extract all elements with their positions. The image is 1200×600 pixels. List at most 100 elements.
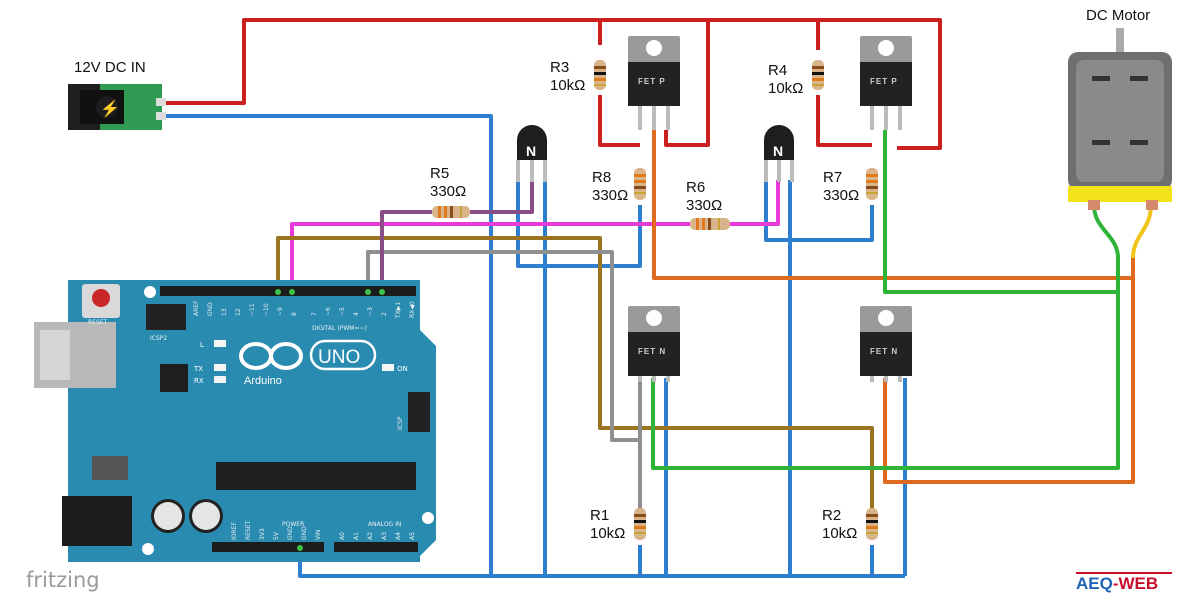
power-jack — [62, 496, 132, 546]
atmega-chip — [216, 462, 416, 490]
pin-label-aref: AREF — [193, 300, 200, 316]
pin-label-12: 12 — [235, 308, 242, 316]
pin-label-4: 4 — [353, 312, 360, 316]
pin-label-2: 2 — [381, 312, 388, 316]
resistor-r1: R1 10kΩ — [590, 507, 646, 542]
pin-label-a2: A2 — [367, 532, 374, 540]
bolt-icon: ⚡ — [100, 99, 120, 118]
pin-label-8: 8 — [291, 312, 298, 316]
logo-web: -WEB — [1112, 574, 1159, 593]
regulator — [92, 456, 128, 480]
header-power — [212, 542, 324, 552]
wire-motor-lead-green — [1092, 204, 1120, 259]
fet-n-2-label: FET N — [870, 347, 898, 356]
r3-value: 10kΩ — [550, 77, 585, 94]
arduino-logo — [239, 342, 303, 370]
r5-label: R5 — [430, 165, 449, 182]
wire-12v — [165, 18, 942, 150]
resistor-r7: R7 330Ω — [823, 168, 878, 204]
wire-motor-orange2 — [883, 255, 1135, 484]
transistor-1-label: N — [526, 143, 536, 159]
transistor-2-label: N — [773, 143, 783, 159]
motor-label: DC Motor — [1086, 7, 1150, 24]
resistor-r4: R4 10kΩ — [768, 60, 824, 97]
r4-label: R4 — [768, 62, 787, 79]
pin-label-vin: VIN — [315, 530, 322, 540]
arduino-uno: RESET ICSP2 AREF GND 13 12 ~11 ~10 ~9 8 … — [34, 280, 436, 562]
pin-connections — [275, 289, 385, 551]
r1-value: 10kΩ — [590, 525, 625, 542]
digital-label: DIGITAL (PWM=~) — [312, 325, 367, 332]
uno-label: UNO — [318, 347, 360, 368]
power-in-label: 12V DC IN — [74, 59, 146, 76]
wire-motor-green — [883, 130, 1118, 294]
resistor-r6: R6 330Ω — [686, 179, 730, 230]
wire-motor-green2 — [651, 255, 1120, 470]
r3-label: R3 — [550, 59, 569, 76]
pin-label-reset: RESET — [245, 520, 252, 540]
wire-motor-orange — [652, 130, 1133, 280]
r5-value: 330Ω — [430, 183, 466, 200]
wire-12v-p1b — [598, 95, 640, 147]
pin-label-a1: A1 — [353, 532, 360, 540]
pin-label-7: 7 — [311, 312, 318, 316]
pin-label-3v3: 3V3 — [259, 528, 266, 540]
pin-label-5: ~5 — [339, 307, 346, 316]
resistor-r5: R5 330Ω — [430, 165, 470, 218]
r1-label: R1 — [590, 507, 609, 524]
r2-value: 10kΩ — [822, 525, 857, 542]
led-tx-label: TX — [193, 365, 203, 373]
pin-label-13: 13 — [221, 308, 228, 316]
resistor-r3: R3 10kΩ — [550, 59, 606, 94]
fet-p-2-label: FET P — [870, 77, 898, 86]
analog-label: ANALOG IN — [368, 521, 401, 528]
led-on-label: ON — [397, 365, 408, 373]
dc-jack: 12V DC IN ⚡ — [68, 59, 166, 130]
fet-n-1-label: FET N — [638, 347, 666, 356]
arduino-label: Arduino — [244, 375, 282, 387]
aeq-web-logo: AEQ-WEB — [1076, 572, 1172, 596]
pin-label-gnd2: GND — [301, 526, 308, 540]
pin-label-3: ~3 — [367, 307, 374, 316]
header-analog — [334, 542, 418, 552]
pin-label-ioref: IOREF — [231, 522, 238, 540]
pin-label-gnd1: GND — [287, 526, 294, 540]
r2-label: R2 — [822, 507, 841, 524]
fet-n-2: FET N — [860, 306, 912, 382]
pin-label-a4: A4 — [395, 532, 402, 540]
pin-label-1: TX▶1 — [395, 302, 402, 319]
fet-p-1: FET P — [628, 36, 680, 130]
wire-12v-p2b — [816, 95, 872, 147]
header-digital-high — [160, 286, 310, 296]
resistor-r2: R2 10kΩ — [822, 507, 878, 542]
usb-chip — [160, 364, 188, 392]
pin-label-6: ~6 — [325, 307, 332, 316]
transistor-1: N — [516, 125, 547, 182]
pin-label-a3: A3 — [381, 532, 388, 540]
power-label: POWER — [282, 521, 304, 528]
wire-pin9 — [276, 236, 874, 520]
wire-pin3 — [380, 210, 432, 292]
pin-label-a0: A0 — [339, 532, 346, 540]
wire-gnd — [165, 114, 493, 576]
led-l-label: L — [200, 341, 204, 349]
pin-label-9: ~9 — [277, 307, 284, 316]
wires — [165, 18, 1153, 578]
led-rx-label: RX — [194, 377, 204, 385]
r8-value: 330Ω — [592, 187, 628, 204]
wire-pin8 — [290, 222, 690, 292]
wire-12v-p1c — [664, 20, 710, 147]
pin-label-11: ~11 — [249, 303, 256, 316]
r6-label: R6 — [686, 179, 705, 196]
pin-label-gnd: GND — [207, 302, 214, 316]
r8-label: R8 — [592, 169, 611, 186]
wire-pin2 — [366, 250, 642, 442]
icsp2-label: ICSP2 — [150, 335, 167, 342]
pin-label-10: ~10 — [263, 303, 270, 316]
fet-p-2: FET P — [860, 36, 912, 130]
r7-value: 330Ω — [823, 187, 859, 204]
wire-t2-col — [764, 180, 874, 242]
wire-r6-t2 — [730, 180, 780, 226]
logo-aeq: AEQ — [1076, 574, 1113, 593]
